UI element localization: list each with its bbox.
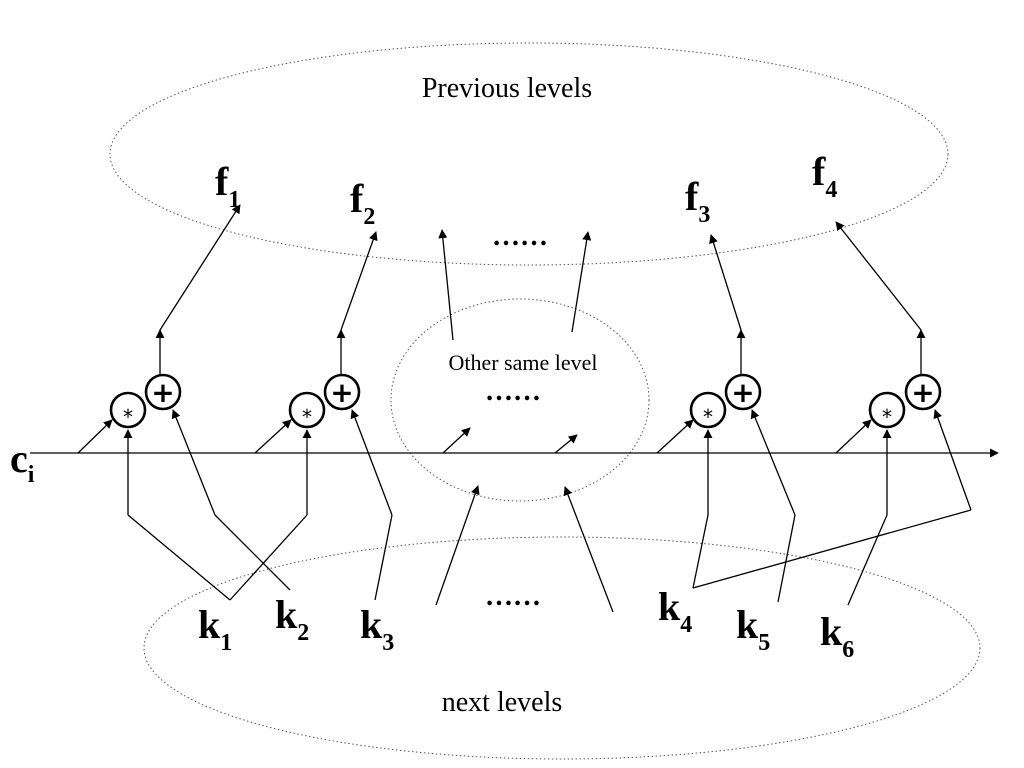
ci-label: ci: [10, 436, 35, 488]
multiply-node-4: *: [868, 391, 906, 429]
svg-text:*: *: [882, 405, 892, 429]
compute-unit-1: [77, 204, 241, 516]
svg-text:+: +: [330, 376, 353, 409]
add-node-4: +: [904, 373, 942, 411]
next-levels-region: [143, 536, 981, 760]
same-level-region: [390, 298, 650, 502]
compute-unit-4: [835, 221, 972, 515]
multiply-node-1: *: [109, 391, 147, 429]
add-node-3: +: [724, 373, 762, 411]
multiply-node-3: *: [689, 391, 727, 429]
next-levels-label: next levels: [442, 687, 563, 718]
svg-text:*: *: [302, 405, 312, 429]
input-label-k2: k2: [275, 592, 309, 646]
input-label-k6: k6: [820, 609, 854, 663]
multiply-node-2: *: [288, 391, 326, 429]
add-node-2: +: [323, 373, 361, 411]
ellipsis-bottom: ……: [485, 581, 541, 612]
add-node-1: +: [144, 373, 182, 411]
previous-levels-label: Previous levels: [422, 73, 592, 104]
svg-text:*: *: [703, 405, 713, 429]
input-label-k1: k1: [198, 602, 232, 656]
svg-text:+: +: [911, 376, 934, 409]
output-label-f4: f4: [812, 149, 837, 203]
ellipsis-middle: ……: [485, 376, 541, 407]
compute-unit-3: [656, 234, 796, 516]
output-label-f3: f3: [685, 174, 710, 228]
input-connections: [127, 509, 972, 606]
input-label-k4: k4: [658, 584, 692, 638]
ellipsis-top: ……: [492, 221, 548, 252]
input-label-k3: k3: [360, 602, 394, 656]
output-label-f2: f2: [350, 176, 375, 230]
same-level-arrows: [435, 229, 614, 613]
svg-text:*: *: [123, 405, 133, 429]
input-label-k5: k5: [736, 602, 770, 656]
same-level-label: Other same level: [448, 350, 597, 375]
svg-text:+: +: [731, 376, 754, 409]
output-label-f1: f1: [215, 159, 240, 213]
compute-unit-2: [254, 231, 393, 516]
previous-levels-region: [109, 42, 949, 266]
svg-text:+: +: [151, 376, 174, 409]
